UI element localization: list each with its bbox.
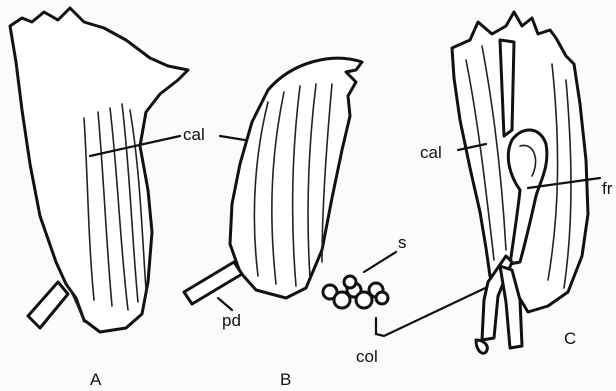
specimen-c: cal fr C xyxy=(420,12,613,353)
leader-col xyxy=(376,282,498,336)
stamen-cluster xyxy=(323,276,388,308)
label-cal-c: cal xyxy=(420,143,442,162)
label-panel-a: A xyxy=(90,370,102,389)
leader-s xyxy=(364,252,396,272)
specimen-b: pd s col B xyxy=(184,58,498,389)
leader-pd xyxy=(218,298,232,310)
label-panel-b: B xyxy=(280,370,291,389)
label-panel-c: C xyxy=(564,329,576,348)
label-pd: pd xyxy=(222,311,241,330)
label-col: col xyxy=(356,347,378,366)
label-cal-a: cal xyxy=(183,125,205,144)
label-s: s xyxy=(398,233,407,252)
pedicel xyxy=(184,262,242,304)
label-fr: fr xyxy=(602,179,613,198)
